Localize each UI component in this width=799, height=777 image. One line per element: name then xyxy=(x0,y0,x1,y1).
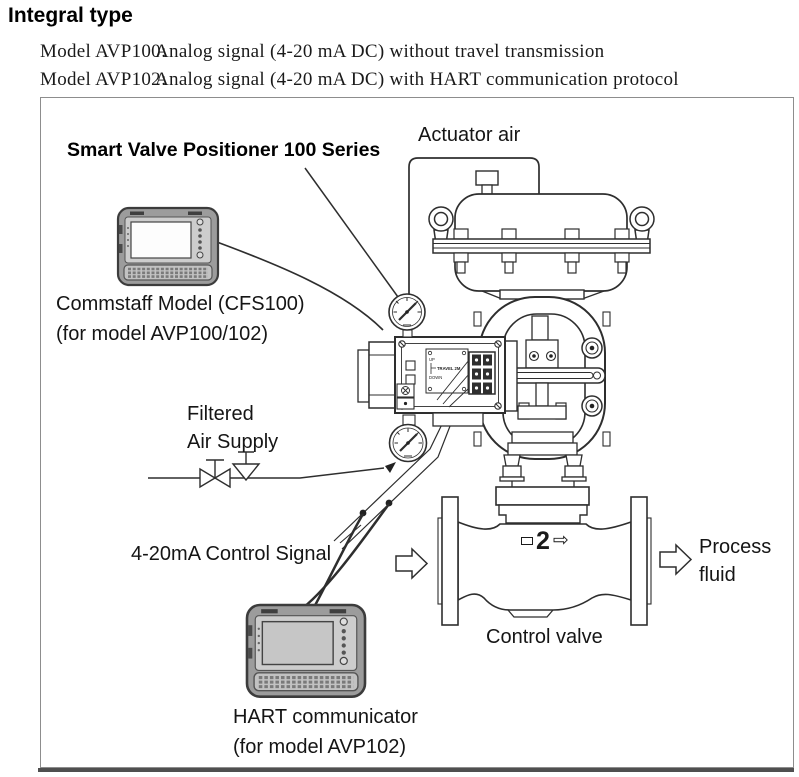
filter-symbol-icon xyxy=(231,451,261,482)
valve-stem-upper xyxy=(531,315,549,341)
bonnet xyxy=(498,504,588,524)
model-row: Model AVP102: Analog signal (4-20 mA DC)… xyxy=(40,69,679,91)
hart-label-line1: HART communicator xyxy=(233,706,418,728)
stem-clamp xyxy=(517,405,567,420)
flange-bolts-bottom xyxy=(453,252,630,274)
eyebolt-icon xyxy=(428,206,454,245)
model-name: Model AVP100: xyxy=(40,41,167,62)
valve-flange-left xyxy=(441,496,459,626)
model-row: Model AVP100: Analog signal (4-20 mA DC)… xyxy=(40,41,604,63)
air-supply-arrowhead-icon xyxy=(385,462,396,473)
plate-text-travel: TRAVEL 2M xyxy=(437,366,461,371)
commstaff-label-line1: Commstaff Model (CFS100) xyxy=(56,293,305,315)
terminal-screws xyxy=(474,358,490,390)
gauge-stem-bottom xyxy=(402,414,416,426)
positioner-label-pointer xyxy=(304,167,399,298)
valve-flange-right xyxy=(630,496,648,626)
yoke-drawing xyxy=(473,296,611,488)
travel-scale-plate xyxy=(525,339,559,369)
valve-drain-boss xyxy=(507,609,554,618)
flow-inlet-mark xyxy=(521,537,533,545)
nameplate xyxy=(425,348,469,394)
actuator-skirt xyxy=(481,290,605,300)
model-name: Model AVP102: xyxy=(40,69,167,90)
flow-direction-marker: 2 ⇨ xyxy=(521,527,569,555)
hart-device xyxy=(245,603,367,698)
device-screen xyxy=(261,620,334,666)
model-description: Analog signal (4-20 mA DC) without trave… xyxy=(155,41,605,62)
commstaff-device xyxy=(116,206,220,287)
flow-arrow-icon xyxy=(659,543,693,576)
control-signal-label: 4-20mA Control Signal xyxy=(131,543,332,565)
air-supply-label: Filtered Air Supply xyxy=(187,400,278,456)
plate-text-up: UP xyxy=(429,357,435,362)
terminal-wires xyxy=(436,359,470,408)
positioner-series-label: Smart Valve Positioner 100 Series xyxy=(67,139,381,161)
flow-direction-arrow-icon: ⇨ xyxy=(552,530,569,551)
plate-text-down: DOWN xyxy=(429,375,442,380)
actuator-air-label: Actuator air xyxy=(418,124,521,146)
process-fluid-label-line2: fluid xyxy=(699,564,736,586)
air-supply-line xyxy=(148,467,385,479)
process-fluid-label-line1: Process xyxy=(699,536,772,558)
control-valve-label: Control valve xyxy=(486,626,603,648)
actuator-drawing xyxy=(428,170,655,300)
spring-case-bolt-icon xyxy=(581,337,603,359)
pressure-gauge-icon xyxy=(388,423,428,463)
hart-label: HART communicator (for model AVP102) xyxy=(233,702,418,762)
process-fluid-label: Process fluid xyxy=(699,533,771,589)
actuator-vent xyxy=(475,170,499,186)
actuator-flange xyxy=(432,238,651,254)
bottom-rule xyxy=(38,768,794,772)
signal-label-pointer xyxy=(339,524,362,544)
device-screen xyxy=(130,221,192,259)
air-supply-label-line2: Air Supply xyxy=(187,431,279,453)
bonnet-flange xyxy=(495,486,590,506)
air-supply-label-line1: Filtered xyxy=(187,403,254,425)
piping-and-cables xyxy=(148,157,540,613)
commstaff-label-line2: (for model AVP100/102) xyxy=(56,323,268,345)
flow-marker-number: 2 xyxy=(536,527,550,555)
pilot-relay-block xyxy=(368,341,396,409)
gauge-stem-top xyxy=(402,329,413,338)
positioner-drawing: UP TRAVEL 2M DOWN xyxy=(357,329,518,427)
actuator-air-pipe xyxy=(408,157,540,294)
valve-body xyxy=(457,520,632,611)
pressure-gauge-icon xyxy=(388,293,426,331)
model-description: Analog signal (4-20 mA DC) with HART com… xyxy=(155,69,679,90)
commstaff-label: Commstaff Model (CFS100) (for model AVP1… xyxy=(56,289,305,349)
yoke-leg-nut xyxy=(561,454,587,488)
commstaff-cable xyxy=(205,237,384,331)
signal-wire xyxy=(333,415,447,542)
hart-cable xyxy=(298,503,391,613)
page-title: Integral type xyxy=(8,4,133,27)
yoke-leg-nut xyxy=(499,454,525,488)
flange-lines xyxy=(433,243,650,249)
valve-stem-lower xyxy=(535,382,549,407)
signal-wire xyxy=(341,420,453,550)
flow-arrow-icon xyxy=(395,547,429,580)
valve-symbol-icon xyxy=(199,459,231,489)
spring-case-bolt-icon xyxy=(581,395,603,417)
bottom-connection-block xyxy=(432,412,484,427)
hart-cable xyxy=(310,513,365,612)
control-valve-drawing xyxy=(437,486,652,626)
hart-label-line2: (for model AVP102) xyxy=(233,736,407,758)
